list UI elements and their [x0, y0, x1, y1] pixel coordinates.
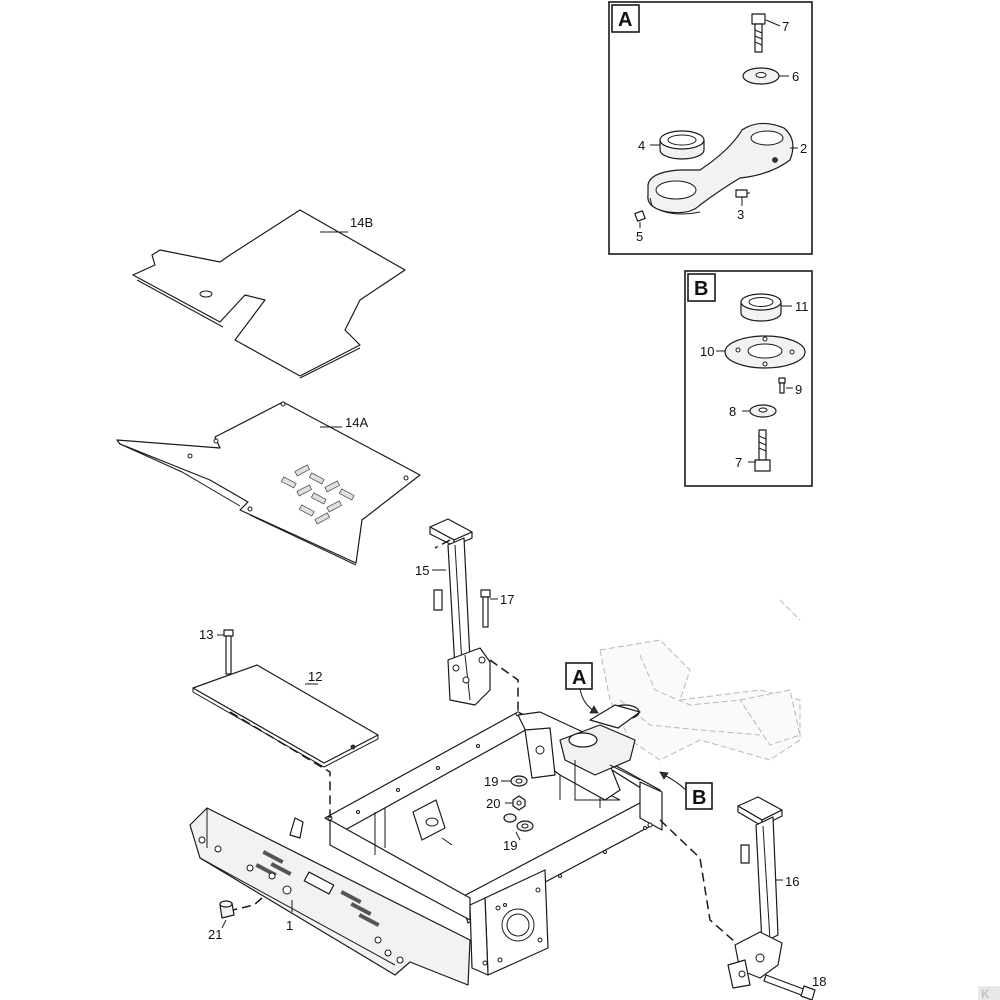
callout-a-tag: A [572, 667, 586, 689]
detail-b-label-10: 10 [700, 344, 714, 359]
support-post-15-icon: 15 [415, 518, 491, 706]
detail-a-panel: A [608, 1, 813, 255]
flange-plate-10-icon [724, 335, 806, 369]
callout-b-tag: B [692, 787, 706, 809]
floor-mat-14b-icon: 14B [132, 209, 406, 379]
washer-19b-icon [503, 813, 534, 832]
washer-6-icon [742, 67, 780, 85]
bolt-7-icon [751, 13, 766, 53]
nut-20-icon [512, 795, 526, 811]
detail-b-label-7: 7 [735, 455, 742, 470]
detail-a-label-6: 6 [792, 69, 799, 84]
part-label-15: 15 [415, 563, 429, 578]
label-1-group: 1 [286, 900, 293, 933]
tread-pattern [280, 464, 355, 525]
detail-b-label-9: 9 [795, 382, 802, 397]
washer-19a-icon [510, 775, 528, 787]
bushing-11-icon [740, 293, 782, 322]
part-label-12: 12 [308, 669, 322, 684]
part-label-14a: 14A [345, 415, 368, 430]
part-label-16: 16 [785, 874, 799, 889]
plug-21-icon: 21 [208, 900, 235, 942]
detail-b-panel: B [684, 270, 813, 487]
part-label-18: 18 [812, 974, 826, 989]
detail-a-label-7: 7 [782, 19, 789, 34]
bolt-17-icon: 17 [480, 589, 514, 628]
part-label-14b: 14B [350, 215, 373, 230]
detail-a-label-4: 4 [638, 138, 645, 153]
part-label-21: 21 [208, 927, 222, 942]
detail-b-label-8: 8 [729, 404, 736, 419]
pivot-arm-2-icon [647, 122, 794, 215]
axle-pivot-block-icon [517, 704, 641, 801]
bolt-13-icon: 13 [199, 627, 234, 675]
detail-b-label-11: 11 [795, 299, 809, 314]
bolt-7b-icon [754, 429, 771, 472]
screw-9-icon [778, 377, 786, 394]
bolt-18-icon: 18 [763, 974, 826, 1000]
part-label-13: 13 [199, 627, 213, 642]
detail-b-tag-box [687, 273, 716, 302]
grease-nipple-5-icon [634, 210, 646, 222]
washer-8-icon [749, 404, 777, 418]
cover-plate-12-icon: 12 [192, 664, 379, 768]
part-label-19-bottom: 19 [503, 838, 517, 853]
detail-a-label-3: 3 [737, 207, 744, 222]
detail-a-tag: A [618, 9, 632, 31]
brand-logo: K [978, 986, 1000, 1000]
callout-a: A [565, 662, 599, 714]
part-label-19-top: 19 [484, 774, 498, 789]
chassis-frame-1-icon [189, 711, 663, 986]
ghost-front-axle [599, 599, 801, 761]
floor-mat-14a-icon: 14A [116, 401, 421, 566]
assembly-lines [229, 539, 736, 943]
detail-a-label-5: 5 [636, 229, 643, 244]
callout-b: B [659, 771, 713, 810]
bushing-4-icon [659, 130, 705, 160]
brand-logo-text: K [981, 987, 990, 1000]
part-label-20: 20 [486, 796, 500, 811]
fastener-group-19-20: 19 20 19 [484, 774, 534, 853]
detail-a-tag-box [611, 4, 640, 33]
detail-a-label-2: 2 [800, 141, 807, 156]
part-label-1: 1 [286, 918, 293, 933]
part-label-17: 17 [500, 592, 514, 607]
support-post-16-icon: 16 [727, 796, 799, 989]
tow-hitch-box-icon [469, 869, 549, 976]
detail-b-tag: B [694, 278, 708, 300]
